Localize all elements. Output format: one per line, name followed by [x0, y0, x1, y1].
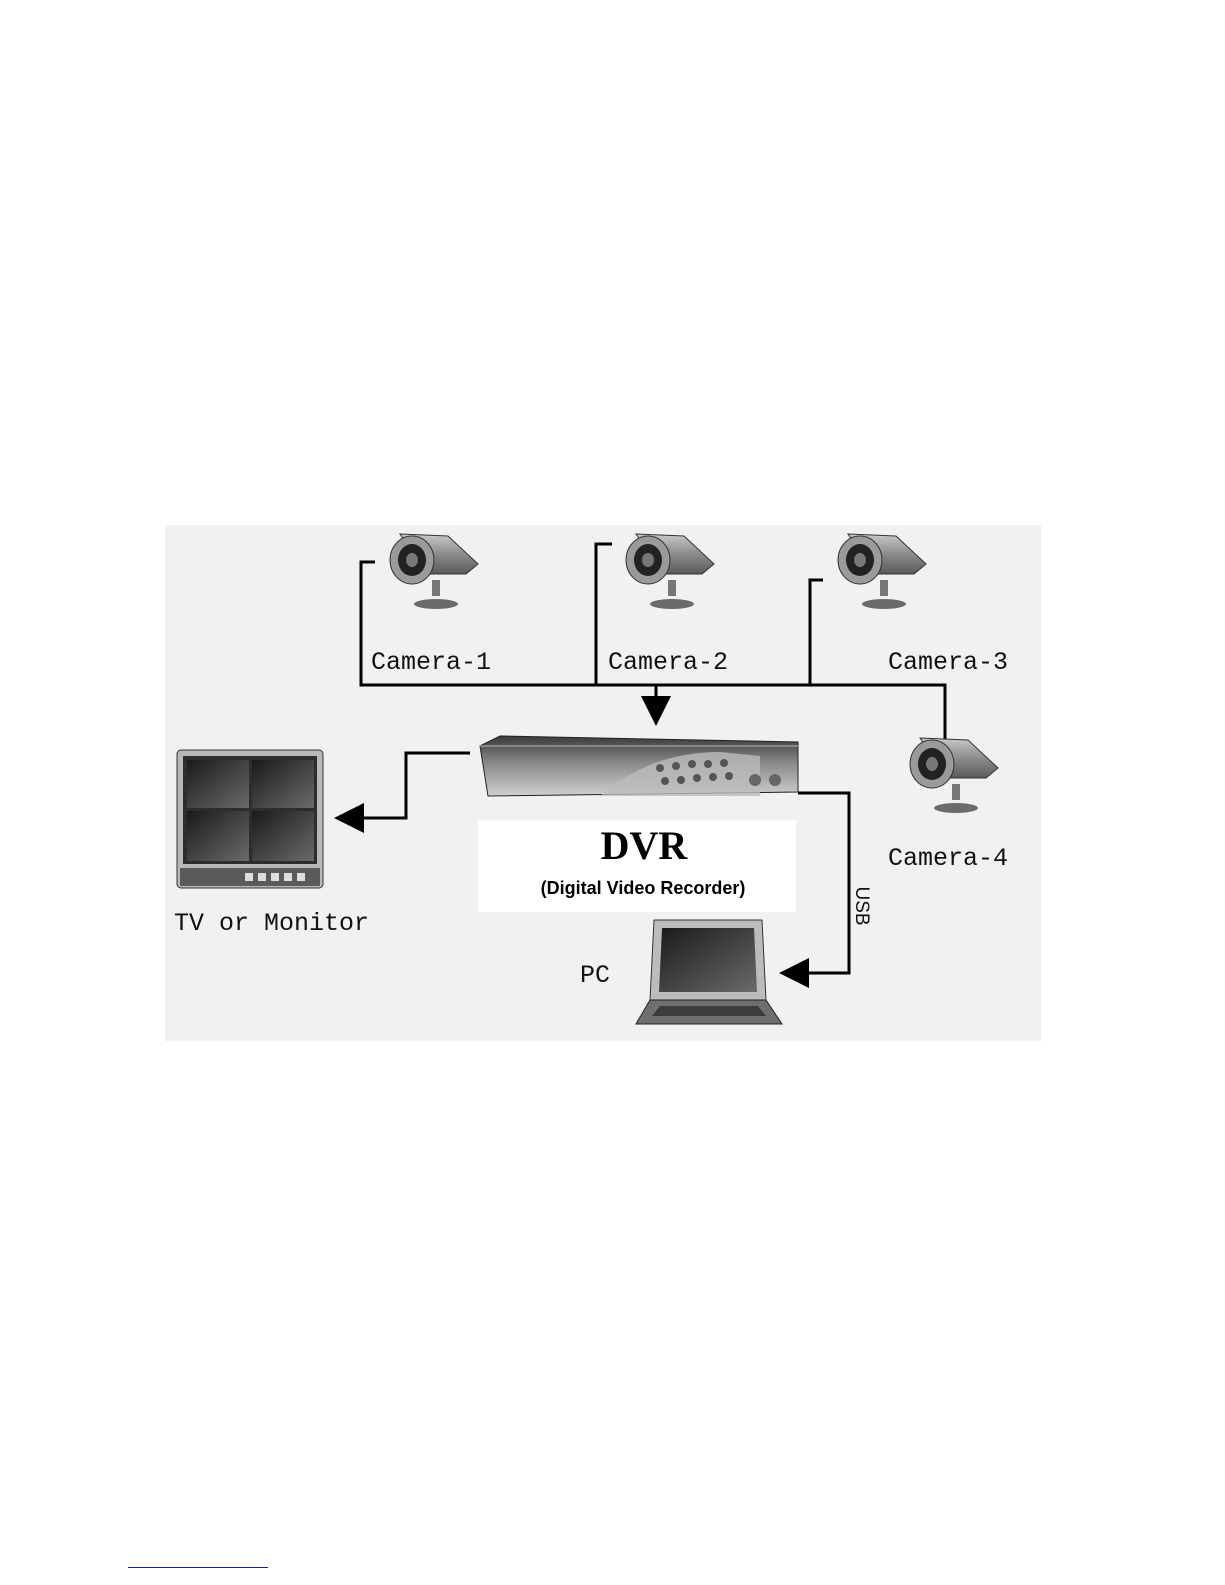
- pc-label: PC: [580, 961, 610, 990]
- camera-1-label: Camera-1: [371, 648, 491, 677]
- monitor-label: TV or Monitor: [174, 909, 369, 938]
- laptop-pc-icon: [636, 920, 782, 1024]
- camera-4-label: Camera-4: [888, 844, 1008, 873]
- dvr-unit-icon: [480, 736, 798, 796]
- camera-2-label: Camera-2: [608, 648, 728, 677]
- dvr-title: DVR: [601, 823, 689, 868]
- dvr-subtitle: (Digital Video Recorder): [541, 878, 746, 898]
- tv-monitor-icon: [177, 750, 323, 888]
- usb-label: USB: [851, 886, 872, 925]
- footnote-separator: [128, 1567, 268, 1568]
- camera-3-label: Camera-3: [888, 648, 1008, 677]
